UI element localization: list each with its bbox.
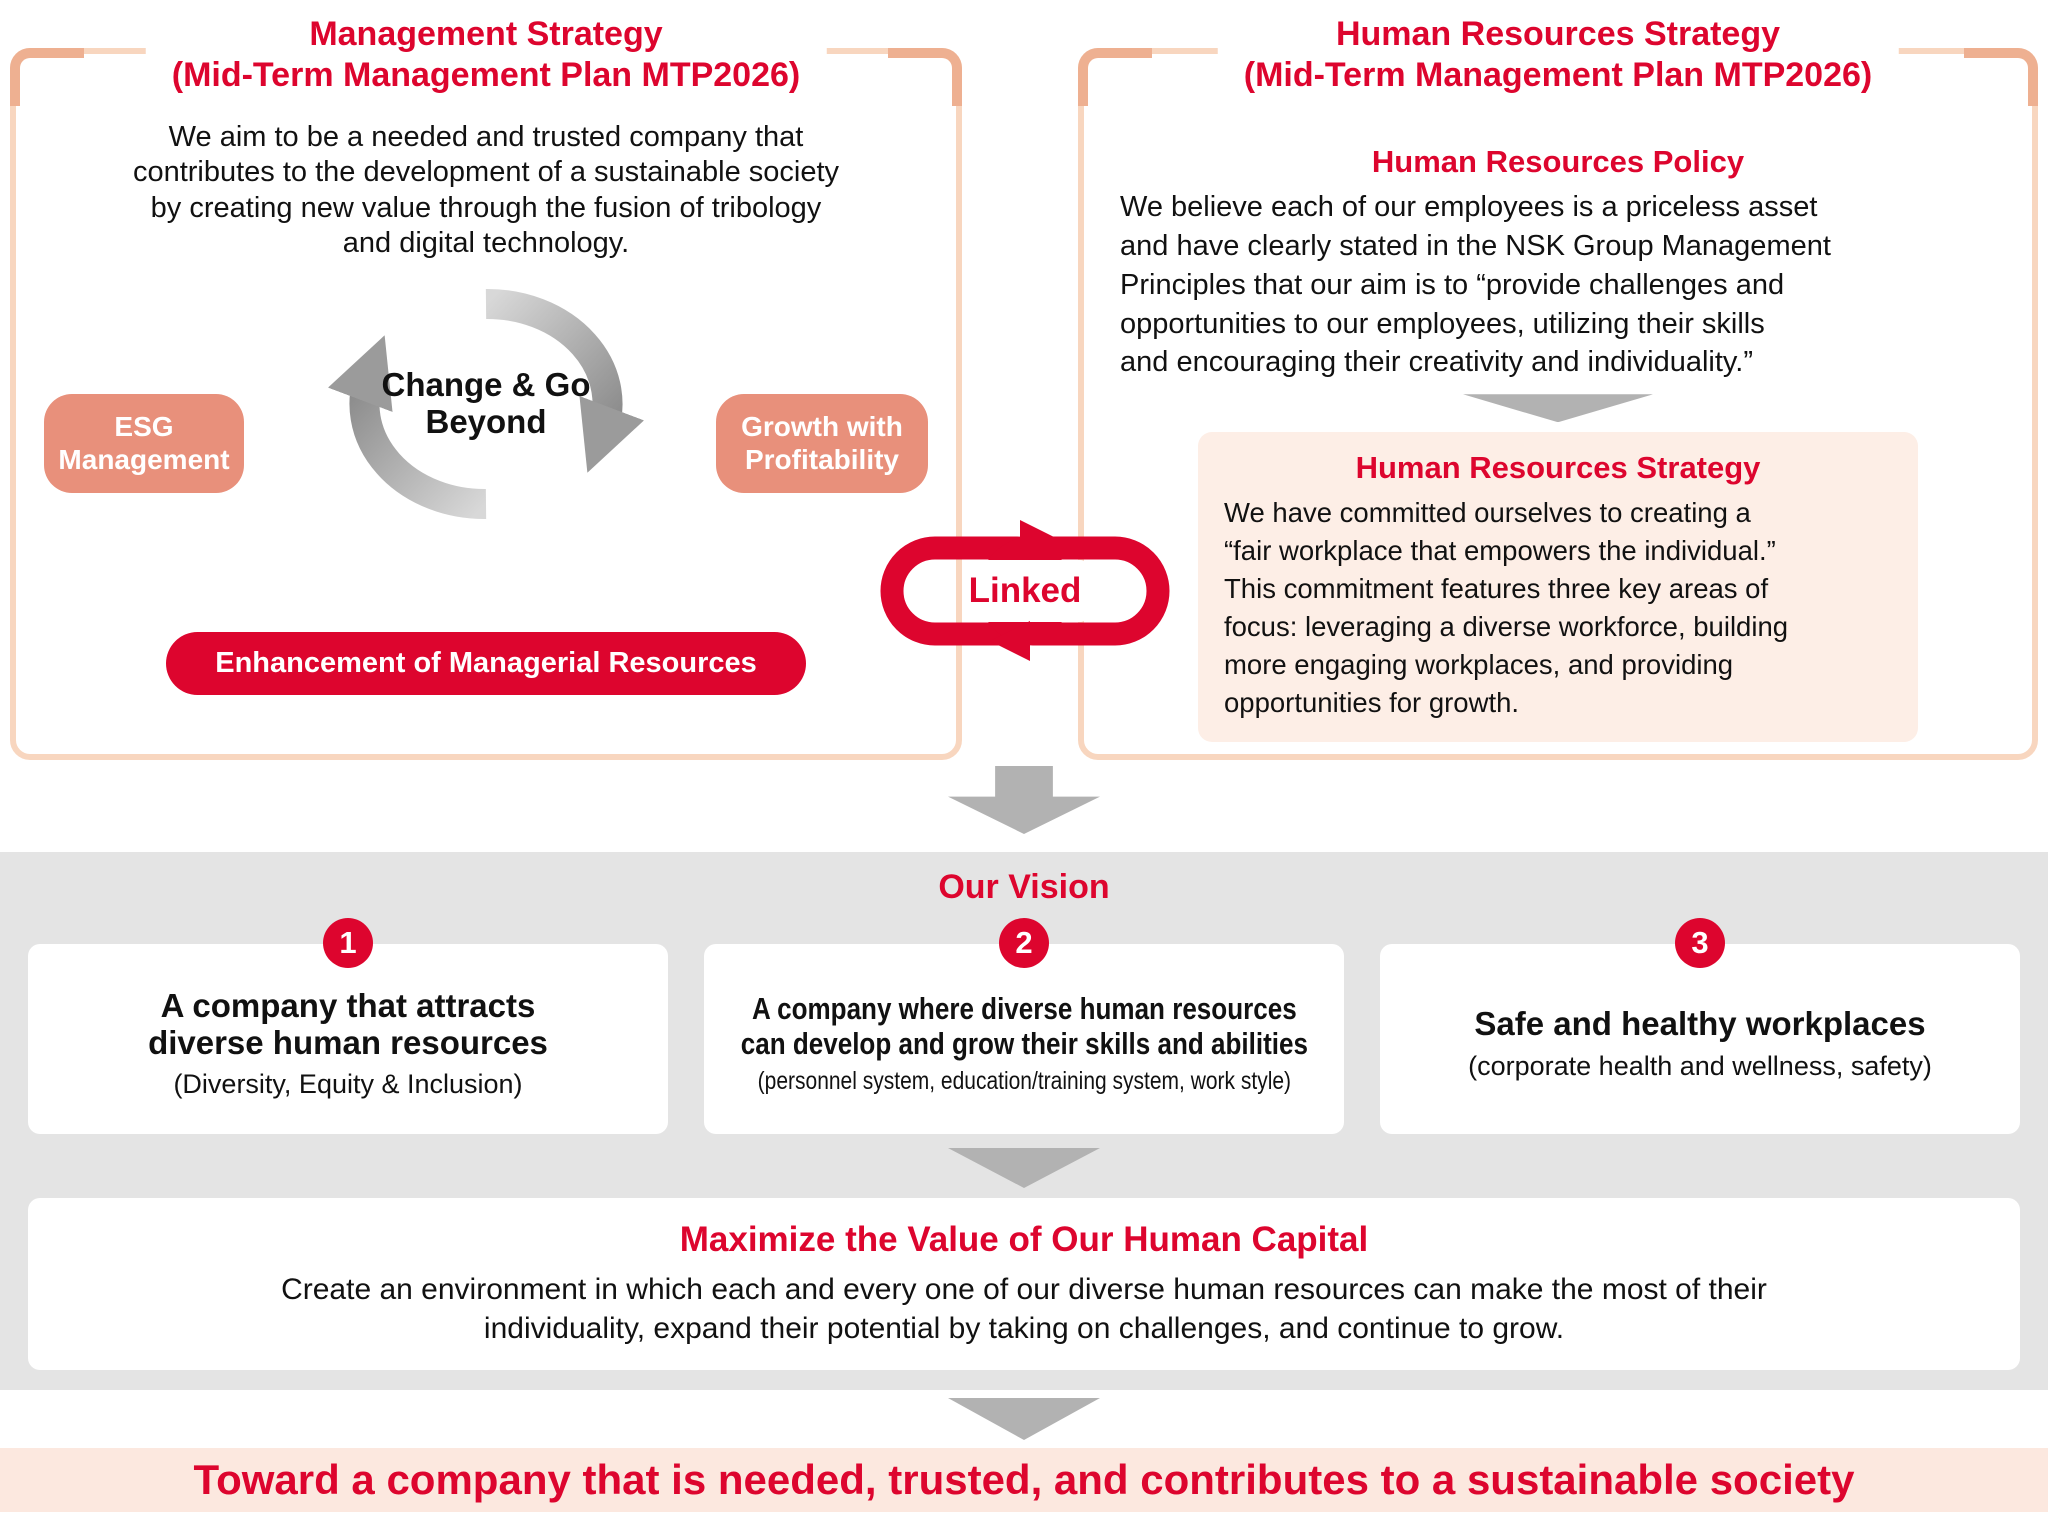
our-vision-title: Our Vision (938, 868, 1110, 906)
change-and-go-beyond-label: Change & Go Beyond (381, 365, 591, 440)
vision-item-2-heading: A company where diverse human resources … (740, 990, 1308, 1061)
vision-item-3-heading: Safe and healthy workplaces (1474, 1005, 1926, 1043)
management-cycle-area: ESG Management (16, 274, 956, 574)
management-strategy-description: We aim to be a needed and trusted compan… (132, 121, 840, 260)
esg-management-pill: ESG Management (44, 393, 244, 493)
down-arrow-icon (948, 766, 1100, 834)
corner-bracket-top-left (10, 48, 84, 106)
down-arrow-icon (948, 1398, 1100, 1440)
corner-bracket-top-left (1078, 48, 1152, 106)
vision-item-3-subtext: (corporate health and wellness, safety) (1468, 1050, 1932, 1081)
vision-item-2: 2 A company where diverse human resource… (704, 918, 1344, 1134)
footer-text: Toward a company that is needed, trusted… (193, 1456, 1855, 1503)
enhancement-managerial-resources-pill: Enhancement of Managerial Resources (166, 631, 806, 695)
vision-item-1: 1 A company that attracts diverse human … (28, 918, 668, 1134)
growth-with-profitability-pill: Growth with Profitability (716, 393, 928, 493)
vision-item-2-text: A company where diverse human resources … (722, 990, 1326, 1096)
vision-item-1-subtext: (Diversity, Equity & Inclusion) (173, 1069, 523, 1100)
maximize-value-panel: Maximize the Value of Our Human Capital … (28, 1198, 2020, 1370)
hr-strategy-inner-title: Human Resources Strategy (1355, 450, 1761, 486)
hr-policy-title: Human Resources Policy (1371, 144, 1745, 179)
vision-item-1-heading: A company that attracts diverse human re… (148, 986, 548, 1061)
chain-links-icon (880, 520, 1170, 661)
down-arrow-icon (1463, 394, 1653, 423)
management-strategy-title: Management Strategy (Mid-Term Management… (145, 14, 827, 96)
hr-strategy-panel: Human Resources Strategy (Mid-Term Manag… (1078, 14, 2038, 760)
maximize-description: Create an environment in which each and … (281, 1273, 1767, 1345)
linked-chain-icon: Linked (870, 508, 1180, 673)
management-strategy-panel: Management Strategy (Mid-Term Management… (10, 14, 962, 760)
vision-item-2-subtext: (personnel system, education/training sy… (757, 1067, 1291, 1096)
down-arrow-icon (948, 1148, 1100, 1188)
hr-policy-description: We believe each of our employees is a pr… (1120, 191, 1831, 379)
corner-bracket-top-right (1964, 48, 2038, 106)
hr-strategy-title: Human Resources Strategy (Mid-Term Manag… (1217, 14, 1899, 96)
cycle-arrows: Change & Go Beyond (316, 274, 656, 534)
vision-item-3: 3 Safe and healthy workplaces (corporate… (1380, 918, 2020, 1134)
vision-items: 1 A company that attracts diverse human … (28, 918, 2020, 1134)
footer-banner: Toward a company that is needed, trusted… (0, 1448, 2048, 1512)
maximize-title: Maximize the Value of Our Human Capital (679, 1220, 1369, 1259)
corner-bracket-top-right (888, 48, 962, 106)
hr-strategy-description: We have committed ourselves to creating … (1224, 497, 1789, 718)
hr-strategy-inner-panel: Human Resources Strategy We have committ… (1198, 432, 1918, 742)
linked-label: Linked (968, 570, 1082, 610)
vision-number-badge-3: 3 (1675, 918, 1725, 968)
vision-number-badge-2: 2 (999, 918, 1049, 968)
cycle-arrows-icon (327, 288, 645, 519)
vision-number-badge-1: 1 (323, 918, 373, 968)
our-vision-section: Our Vision 1 A company that attracts div… (0, 852, 2048, 1390)
